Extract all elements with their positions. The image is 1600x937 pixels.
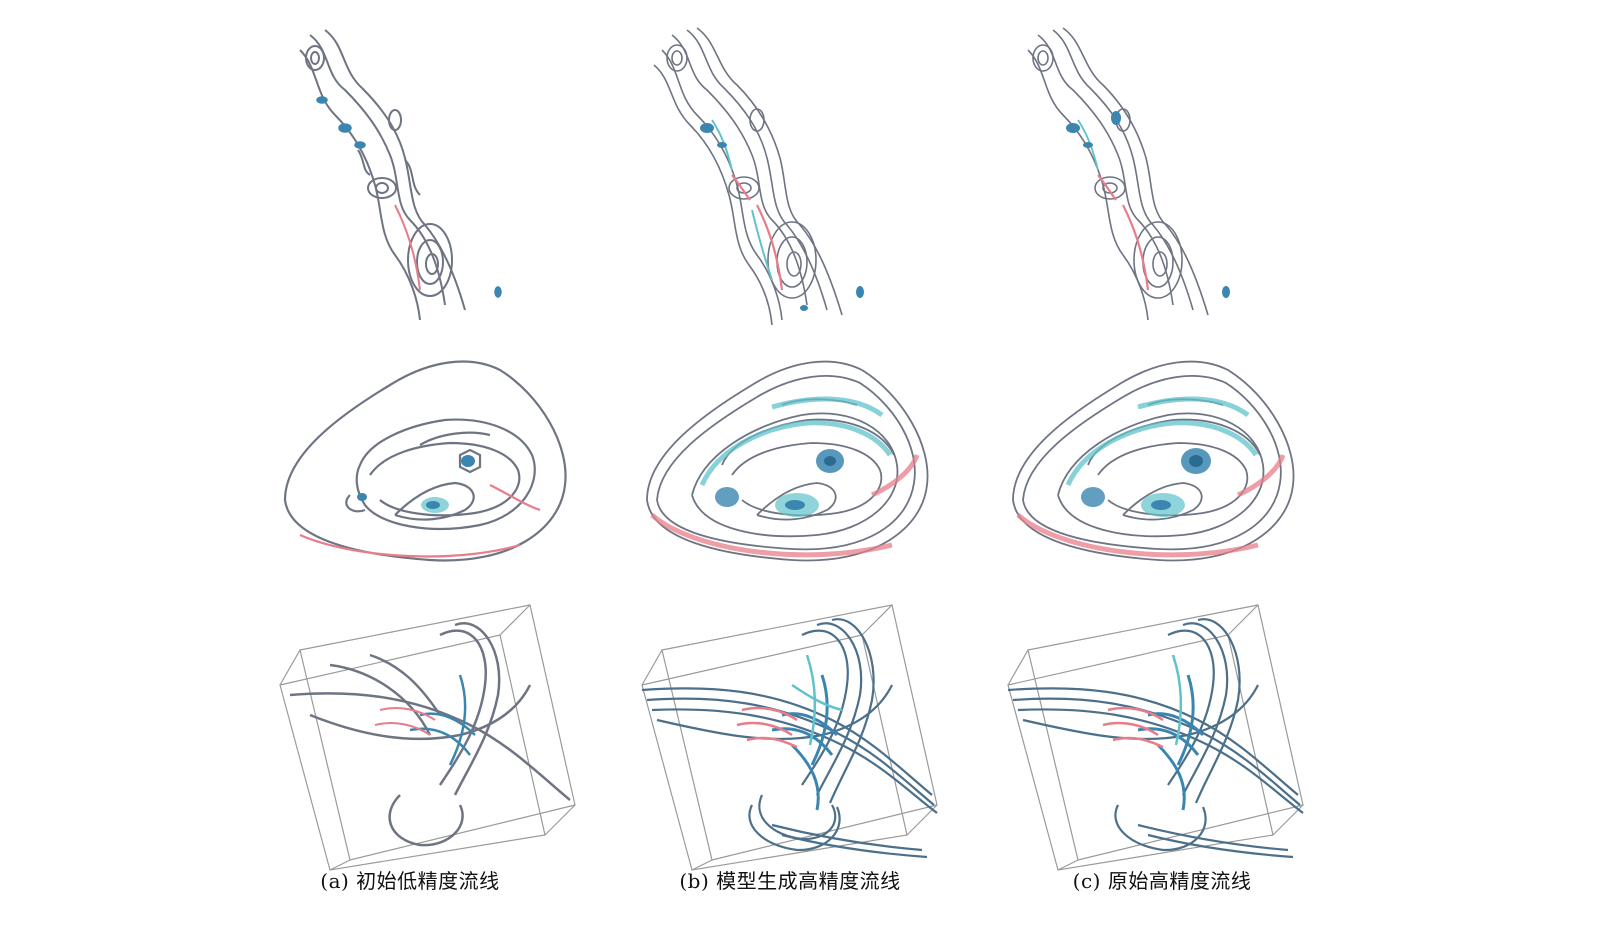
column-b-model-generated: [632, 20, 972, 890]
panel-a-2d-channel-streamlines: [270, 20, 610, 330]
panel-b-2d-channel-streamlines: [632, 20, 972, 330]
panel-a-2d-vortex-streamlines: [270, 335, 610, 595]
caption-b: (b) 模型生成高精度流线: [679, 869, 901, 893]
panel-c-3d-streamlines: [998, 595, 1338, 875]
column-a-low-resolution: [270, 20, 610, 890]
caption-c: (c) 原始高精度流线: [1072, 869, 1252, 893]
panel-a-3d-streamlines: [270, 595, 610, 875]
panel-b-3d-streamlines: [632, 595, 972, 875]
panel-b-2d-vortex-streamlines: [632, 335, 972, 595]
column-c-original-high-resolution: [998, 20, 1338, 890]
caption-a: (a) 初始低精度流线: [320, 869, 500, 893]
panel-c-2d-vortex-streamlines: [998, 335, 1338, 595]
panel-c-2d-channel-streamlines: [998, 20, 1338, 330]
